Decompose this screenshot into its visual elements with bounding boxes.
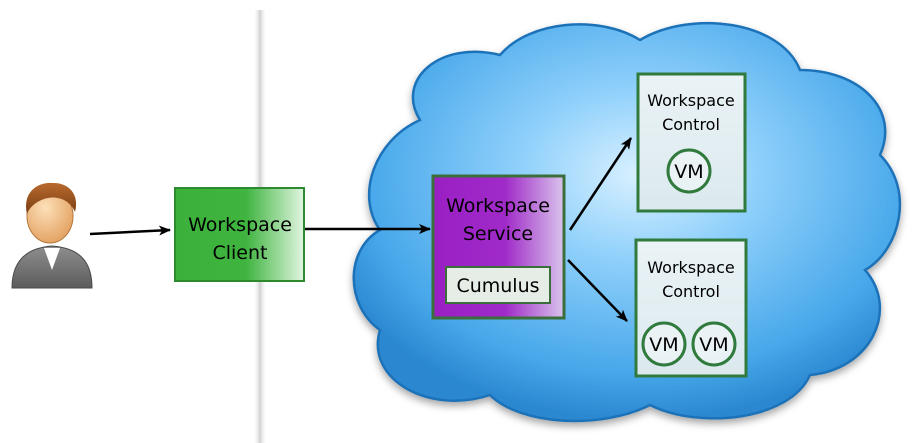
vm-label: VM (649, 334, 678, 356)
vm-icon: VM (691, 321, 737, 367)
vm-label: VM (674, 161, 703, 183)
client-label-line2: Client (212, 242, 267, 264)
workspace-service-box: Workspace Service Cumulus (431, 174, 566, 320)
vm-label: VM (699, 334, 728, 356)
user-icon (11, 182, 93, 289)
arrow-service-to-control-top (568, 137, 633, 231)
arrow-user-to-client (89, 225, 171, 236)
cumulus-box (445, 266, 551, 304)
control-bottom-label-line1: Workspace (647, 258, 734, 277)
arrow-service-to-control-bottom (567, 259, 628, 322)
workspace-control-bottom-box: Workspace Control VM VM (634, 238, 748, 378)
vm-icon: VM (641, 321, 687, 367)
cumulus-label: Cumulus (456, 275, 539, 297)
control-top-label-line1: Workspace (647, 91, 734, 110)
control-bottom-label-line2: Control (662, 282, 720, 301)
workspace-control-top-box: Workspace Control VM (636, 72, 747, 213)
service-label-line1: Workspace (446, 195, 550, 217)
control-top-label-line2: Control (662, 115, 720, 134)
client-label-line1: Workspace (188, 214, 292, 236)
workspace-client-box: Workspace Client (174, 187, 305, 282)
vm-icon: VM (666, 148, 712, 194)
service-label-line2: Service (463, 223, 533, 245)
cloud-shape (352, 21, 902, 423)
